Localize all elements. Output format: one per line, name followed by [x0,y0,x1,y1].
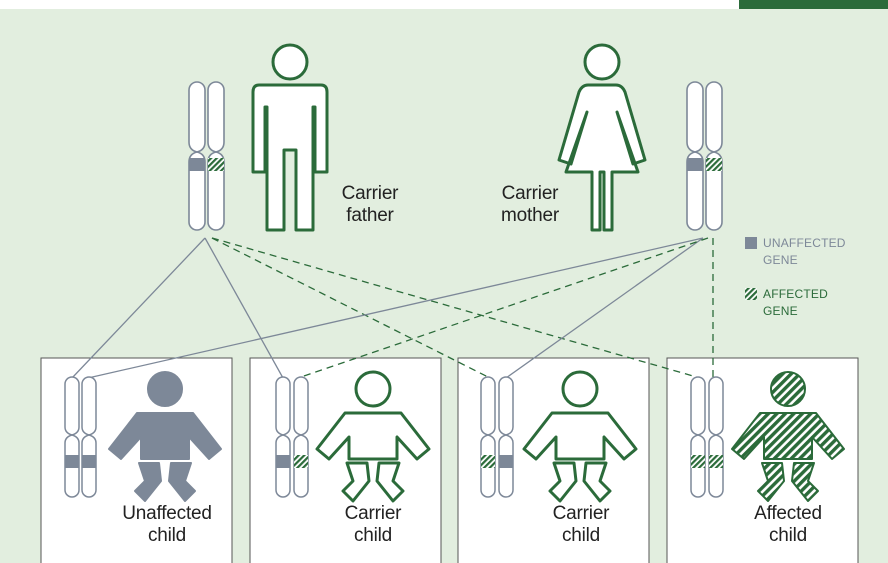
legend-affected-swatch [745,288,757,300]
mother-label: Carrier mother [490,183,570,227]
child-2-label-line1: Carrier [344,503,402,524]
child-1-chromosomes [64,376,97,498]
mother-chromosome-affected [705,81,723,231]
father-label-line2: father [346,205,394,226]
child-3-label-line2: child [561,525,601,546]
legend-unaffected-text: UNAFFECTED GENE [763,235,846,269]
child-3-label-line1: Carrier [552,503,610,524]
father-figure [251,43,329,232]
legend-affected-text: AFFECTED GENE [763,286,828,320]
child-4-label: Affected child [738,503,838,547]
child-1-label: Unaffected child [107,503,227,547]
child-1-label-line2: child [147,525,187,546]
child-2-chromosomes [275,376,309,498]
father-label: Carrier father [330,183,410,227]
legend-affected-line1: AFFECTED [763,287,828,301]
child-4-label-line2: child [768,525,808,546]
child-3-label: Carrier child [531,503,631,547]
child-4-chromosomes [690,376,724,498]
legend-affected-line2: GENE [763,304,798,318]
legend-unaffected-line1: UNAFFECTED [763,236,846,250]
child-2-label: Carrier child [323,503,423,547]
child-1-label-line1: Unaffected [122,503,212,524]
father-chromosome-unaffected [188,81,206,231]
child-2-label-line2: child [353,525,393,546]
mother-label-line2: mother [501,205,559,226]
mother-figure [557,43,647,232]
legend-unaffected-line2: GENE [763,253,798,267]
mother-chromosome-unaffected [686,81,704,231]
child-4-label-line1: Affected [754,503,822,524]
father-chromosome-affected [207,81,225,231]
mother-label-line1: Carrier [501,183,559,204]
legend-unaffected-swatch [745,237,757,249]
father-label-line1: Carrier [341,183,399,204]
child-3-chromosomes [480,376,514,498]
